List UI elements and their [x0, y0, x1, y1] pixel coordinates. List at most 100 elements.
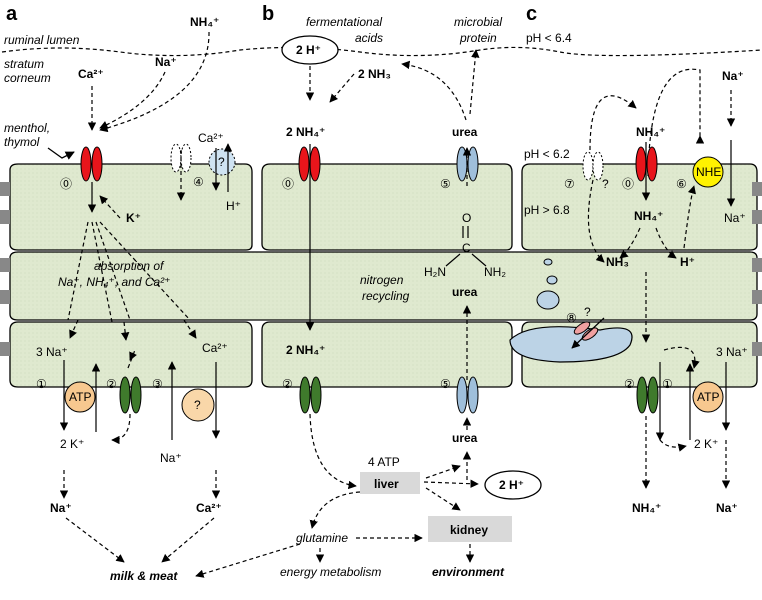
ph68-label: pH > 6.8	[524, 203, 570, 217]
green-channel-c	[636, 376, 648, 414]
dashed-channel-a	[180, 143, 192, 173]
atp4-label: 4 ATP	[368, 455, 400, 469]
circle-0-a: ⓪	[60, 177, 72, 191]
atp-label-c: ATP	[697, 390, 719, 404]
green-channel-c	[647, 376, 659, 414]
urea-basal-label: urea	[452, 431, 478, 445]
nh4-out-label-c: NH₄⁺	[632, 501, 661, 515]
liver-box	[360, 472, 420, 494]
absorption-label-2: Na⁺, NH₄⁺, and Ca²⁺	[58, 275, 171, 289]
vesicle	[536, 290, 560, 310]
urea-mid-label: urea	[452, 285, 478, 299]
absorption-label-1: absorption of	[94, 259, 165, 273]
atp-pump-a	[64, 381, 96, 413]
na-out-label-c: Na⁺	[716, 501, 738, 515]
milk-meat-label: milk & meat	[110, 569, 178, 583]
na-in-label: Na⁺	[724, 211, 746, 225]
blue-channel-b2	[456, 376, 468, 414]
panel-c: NH₄⁺ Na⁺ pH < 6.2 ⑦ ? ⓪ ⑥ NHE Na⁺ pH > 6…	[509, 68, 748, 515]
na-top-a: Na⁺	[155, 55, 177, 69]
panel-label-c: c	[526, 3, 537, 25]
circle-1-a: ①	[36, 377, 47, 391]
ca-channel-label: Ca²⁺	[198, 131, 224, 145]
energy-label: energy metabolism	[280, 565, 381, 579]
atp-pump-c	[692, 381, 724, 413]
h2-right-label: 2 H⁺	[499, 478, 524, 492]
urea-o: O	[462, 211, 471, 225]
ruminal-lumen-label: ruminal lumen	[4, 33, 80, 47]
circle-1-c: ①	[662, 377, 673, 391]
junction-block	[752, 258, 762, 272]
nh4-mid-c: NH₄⁺	[634, 209, 663, 223]
urea-c: C	[462, 241, 471, 255]
question2-label: ?	[194, 398, 201, 412]
microbial-label: microbial	[454, 15, 502, 29]
na3-label-c: 3 Na⁺	[716, 345, 748, 359]
ca-top-a: Ca²⁺	[78, 67, 104, 81]
circle-4-a: ④	[193, 175, 204, 189]
urea-nh2: NH₂	[484, 265, 506, 279]
menthol-arrow	[47, 147, 75, 160]
nhe-label: NHE	[696, 165, 721, 179]
environment-label: environment	[432, 565, 505, 579]
kidney-box	[428, 516, 512, 542]
panel-label-a: a	[6, 3, 18, 25]
ph62-label: pH < 6.2	[524, 147, 570, 161]
h2-label-b: 2 H⁺	[296, 43, 321, 57]
lower-cell-b	[261, 321, 513, 388]
unknown-exchanger-b	[181, 388, 215, 422]
thymol-label: thymol	[4, 135, 40, 149]
red-channel-a	[91, 146, 103, 182]
kidney-label: kidney	[450, 523, 488, 537]
blue-channel-b	[456, 146, 468, 182]
k2-label-a: 2 K⁺	[60, 437, 84, 451]
junction-block	[0, 290, 10, 304]
h2-bubble-b-right	[484, 470, 542, 500]
middle-cell	[9, 251, 758, 321]
h-label-c: H⁺	[680, 255, 695, 269]
na3-label-a: 3 Na⁺	[36, 345, 68, 359]
nitrogen-label-1: nitrogen	[360, 273, 404, 287]
ph-top-label: pH < 6.4	[526, 31, 572, 45]
ca-bas-label: Ca²⁺	[202, 341, 228, 355]
dashed-channel-c	[592, 151, 604, 181]
dashed-channel-a	[170, 143, 182, 173]
circle-2-c: ②	[624, 377, 635, 391]
junction-block	[0, 182, 10, 196]
panel-b: 2 H⁺ 2 NH₃ 2 NH₄⁺ ⓪ urea ⑤ O C H₂N NH₂ u…	[195, 35, 542, 579]
acids-label: acids	[355, 31, 383, 45]
circle-6-c: ⑥	[676, 177, 687, 191]
nh4-apical-label: 2 NH₄⁺	[286, 125, 325, 139]
glutamine-label: glutamine	[296, 531, 348, 545]
urea-h2n: H₂N	[424, 265, 446, 279]
corneum-label: corneum	[4, 71, 51, 85]
upper-cell-a	[9, 163, 253, 251]
nh3-label-b: 2 NH₃	[358, 67, 391, 81]
circle-5b-b: ⑤	[440, 377, 451, 391]
red-channel-c	[646, 146, 658, 182]
q8-label: ?	[584, 305, 591, 319]
circle-7-c: ⑦	[564, 177, 575, 191]
k-label: K⁺	[126, 211, 141, 225]
na-bas-label: Na⁺	[160, 451, 182, 465]
green-channel-a	[130, 376, 142, 414]
urea-apical-label: urea	[452, 125, 478, 139]
nh4-basal-label: 2 NH₄⁺	[286, 343, 325, 357]
nh4-top-c: NH₄⁺	[636, 125, 665, 139]
red-channel-c	[635, 146, 647, 182]
red-channel-a	[80, 146, 92, 182]
circle-8-c: ⑧	[566, 311, 577, 325]
liver-label: liver	[374, 477, 399, 491]
stratum-corneum-boundary	[1, 46, 762, 57]
red-channel-b	[309, 146, 321, 182]
fermentational-label: fermentational	[306, 15, 382, 29]
circle-0-c: ⓪	[622, 177, 634, 191]
menthol-label: menthol,	[4, 121, 50, 135]
upper-cell-b	[261, 163, 513, 251]
protein-label: protein	[459, 31, 497, 45]
nhe-exchanger	[692, 156, 724, 188]
circle-2-b: ②	[282, 377, 293, 391]
circle-5-b: ⑤	[440, 177, 451, 191]
panel-a: NH₄⁺ Na⁺ Ca²⁺ menthol, thymol ⓪ ④ ? Ca²⁺…	[4, 15, 241, 583]
